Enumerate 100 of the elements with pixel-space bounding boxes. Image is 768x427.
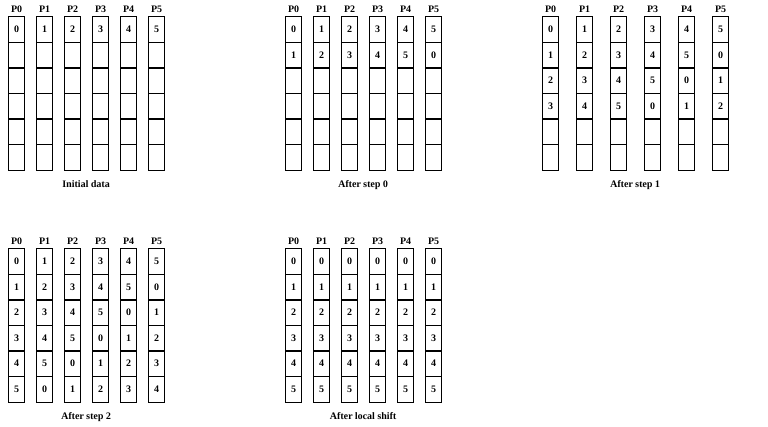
processor-label: P4 — [122, 236, 134, 248]
data-cell: 5 — [92, 299, 109, 326]
data-cell — [341, 92, 358, 120]
data-cell: 0 — [36, 376, 53, 402]
data-cell — [313, 144, 330, 170]
data-cell: 4 — [92, 274, 109, 300]
data-cell: 5 — [36, 350, 53, 377]
processor-label: P2 — [66, 236, 78, 248]
data-cell: 3 — [542, 92, 559, 120]
data-cell — [542, 118, 559, 145]
data-cell: 3 — [285, 324, 302, 352]
data-cell: 5 — [369, 376, 386, 402]
data-cell: 3 — [644, 16, 661, 43]
data-cell: 5 — [425, 376, 442, 402]
data-cell: 3 — [313, 324, 330, 352]
data-cell — [120, 92, 137, 120]
data-cell: 4 — [313, 350, 330, 377]
processor-label: P0 — [544, 4, 556, 16]
data-cell: 4 — [64, 299, 81, 326]
data-cell: 1 — [425, 274, 442, 300]
data-cell: 5 — [644, 67, 661, 94]
data-cell — [8, 118, 25, 145]
processor-label: P1 — [38, 4, 50, 16]
data-cell: 4 — [397, 16, 414, 43]
data-cell: 4 — [148, 376, 165, 402]
data-cell: 0 — [120, 299, 137, 326]
data-cell: 4 — [644, 42, 661, 68]
data-cell — [148, 118, 165, 145]
processor-label: P1 — [578, 4, 590, 16]
data-cell: 1 — [369, 274, 386, 300]
data-cell — [64, 67, 81, 94]
data-cell: 4 — [120, 16, 137, 43]
data-cell: 3 — [148, 350, 165, 377]
data-cell — [313, 118, 330, 145]
data-cell: 2 — [285, 299, 302, 326]
data-cell: 1 — [542, 42, 559, 68]
data-cell: 1 — [397, 274, 414, 300]
data-cell: 2 — [341, 299, 358, 326]
data-cell — [285, 67, 302, 94]
panel-caption: Initial data — [61, 179, 111, 190]
data-cell: 0 — [313, 248, 330, 275]
data-cell — [610, 144, 627, 170]
data-cell — [120, 118, 137, 145]
data-cell: 2 — [576, 42, 593, 68]
data-cell — [64, 92, 81, 120]
processor-label: P1 — [38, 236, 50, 248]
data-cell: 0 — [341, 248, 358, 275]
data-cell: 3 — [36, 299, 53, 326]
data-cell: 4 — [36, 324, 53, 352]
data-cell: 4 — [610, 67, 627, 94]
data-cell — [576, 118, 593, 145]
data-cell — [8, 92, 25, 120]
data-cell: 2 — [8, 299, 25, 326]
data-cell: 3 — [576, 67, 593, 94]
data-cell: 4 — [369, 42, 386, 68]
data-cell: 3 — [92, 248, 109, 275]
data-cell: 2 — [369, 299, 386, 326]
data-cell — [36, 118, 53, 145]
data-cell — [92, 144, 109, 170]
data-cell — [120, 67, 137, 94]
processor-label: P0 — [10, 4, 22, 16]
data-cell — [285, 144, 302, 170]
data-cell: 3 — [397, 324, 414, 352]
processor-label: P2 — [344, 236, 356, 248]
data-cell — [148, 144, 165, 170]
data-cell — [8, 42, 25, 68]
data-cell: 5 — [425, 16, 442, 43]
data-cell — [425, 144, 442, 170]
data-cell — [92, 67, 109, 94]
data-cell: 0 — [425, 248, 442, 275]
data-cell: 1 — [92, 350, 109, 377]
data-cell: 1 — [576, 16, 593, 43]
processor-label: P0 — [288, 236, 300, 248]
data-cell: 5 — [148, 16, 165, 43]
data-cell — [678, 118, 695, 145]
data-cell: 4 — [369, 350, 386, 377]
data-cell: 1 — [148, 299, 165, 326]
processor-label: P2 — [344, 4, 356, 16]
data-cell: 4 — [8, 350, 25, 377]
data-cell: 2 — [610, 16, 627, 43]
data-cell: 0 — [8, 16, 25, 43]
data-cell — [285, 92, 302, 120]
data-cell: 3 — [64, 274, 81, 300]
data-cell: 3 — [92, 16, 109, 43]
data-cell — [64, 144, 81, 170]
processor-label: P5 — [150, 236, 162, 248]
data-cell: 5 — [285, 376, 302, 402]
processor-label: P4 — [680, 4, 692, 16]
processor-label: P4 — [122, 4, 134, 16]
data-cell: 1 — [285, 42, 302, 68]
data-cell: 3 — [341, 324, 358, 352]
data-cell: 5 — [64, 324, 81, 352]
data-cell: 2 — [712, 92, 729, 120]
data-cell: 1 — [120, 324, 137, 352]
data-cell: 4 — [341, 350, 358, 377]
data-cell: 2 — [148, 324, 165, 352]
data-cell: 2 — [36, 274, 53, 300]
data-cell — [369, 118, 386, 145]
data-cell: 3 — [341, 42, 358, 68]
data-cell: 2 — [313, 299, 330, 326]
